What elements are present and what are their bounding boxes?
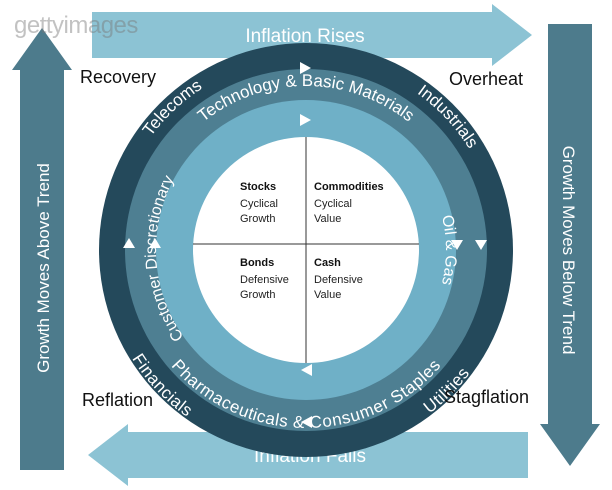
phase-stagflation: Stagflation: [444, 387, 530, 407]
growth-above-trend-label: Growth Moves Above Trend: [34, 163, 53, 373]
quadrant-cash: Cash Defensive Value: [314, 257, 363, 301]
growth-below-trend-label: Growth Moves Below Trend: [559, 146, 578, 355]
svg-text:Value: Value: [314, 213, 341, 225]
quadrant-stocks: Stocks Cyclical Growth: [240, 181, 278, 225]
svg-text:Cash: Cash: [314, 257, 341, 269]
watermark-logo: gettyimages: [14, 12, 138, 39]
inflation-rises-arrow: Inflation Rises: [92, 4, 532, 66]
phase-overheat: Overheat: [449, 69, 524, 89]
svg-text:Stocks: Stocks: [240, 181, 276, 193]
triangle-up-icon: [149, 238, 161, 248]
triangle-up-icon: [123, 238, 135, 248]
inflation-rises-label: Inflation Rises: [245, 26, 364, 47]
phase-recovery: Recovery: [80, 67, 157, 87]
svg-text:Growth: Growth: [240, 213, 275, 225]
svg-text:Bonds: Bonds: [240, 257, 274, 269]
triangle-left-icon: [301, 364, 312, 376]
phase-reflation: Reflation: [82, 390, 154, 410]
triangle-down-icon: [475, 240, 487, 250]
triangle-down-icon: [451, 240, 463, 250]
triangle-left-icon: [301, 416, 312, 428]
growth-below-trend-arrow: Growth Moves Below Trend: [540, 24, 600, 466]
triangle-right-icon: [300, 62, 311, 74]
quadrant-bonds: Bonds Defensive Growth: [240, 257, 289, 301]
svg-text:Cyclical: Cyclical: [314, 198, 352, 210]
quadrant-commodities: Commodities Cyclical Value: [314, 181, 384, 225]
growth-above-trend-arrow: Growth Moves Above Trend: [12, 28, 72, 470]
svg-text:Value: Value: [314, 289, 341, 301]
svg-text:Commodities: Commodities: [314, 181, 384, 193]
svg-text:Defensive: Defensive: [240, 274, 289, 286]
triangle-right-icon: [300, 114, 311, 126]
svg-text:Cyclical: Cyclical: [240, 198, 278, 210]
svg-text:Defensive: Defensive: [314, 274, 363, 286]
svg-text:Growth: Growth: [240, 289, 275, 301]
